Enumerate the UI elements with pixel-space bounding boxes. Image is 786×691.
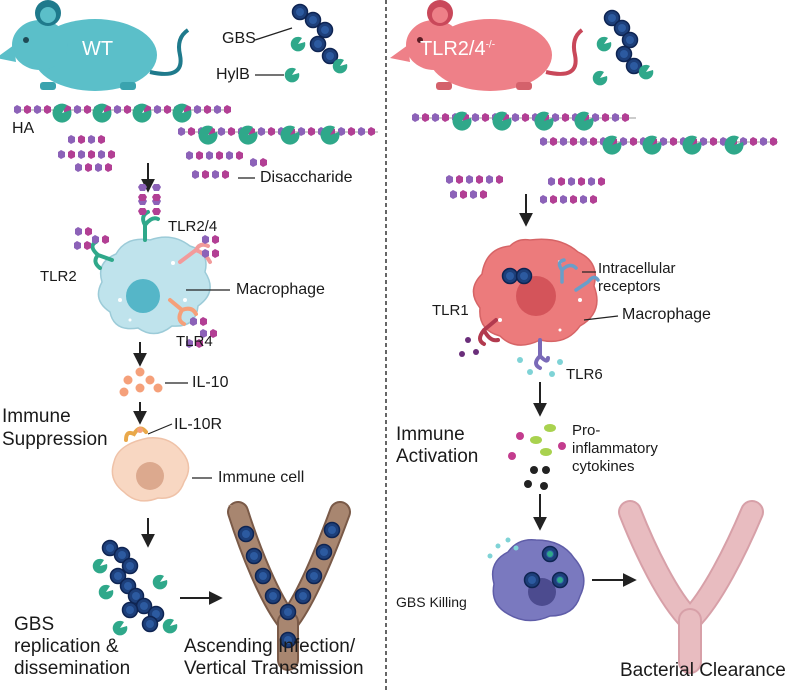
wt-mouse-icon [0, 0, 190, 91]
immune-activation-label-line2: Activation [396, 446, 479, 467]
pro-inflammatory-cytokines [508, 424, 566, 490]
tlr1-receptor-icon [459, 318, 500, 357]
uterus-clear-icon [618, 500, 764, 674]
tlr4-receptor-icon [168, 298, 198, 326]
il10-label: IL-10 [192, 374, 229, 391]
ha-strand-right-top [412, 111, 636, 131]
il10r-receptor-icon [124, 426, 148, 442]
gbs-replication-label-line2: replication & [14, 636, 119, 657]
wt-mouse-label: WT [82, 38, 114, 60]
immune-activation-label-line1: Immune [396, 424, 465, 445]
tlr24-label: TLR2/4 [168, 218, 218, 235]
ko-mouse-label: TLR2/4-/- [420, 38, 496, 60]
gbs-replication-cluster [92, 539, 178, 636]
cytokine-label-line1: Pro- [572, 422, 601, 439]
ascending-infection-label-line2: Vertical Transmission [184, 658, 364, 679]
ha-strand-top [14, 103, 231, 123]
intracellular-receptors-label-line2: receptors [598, 278, 661, 295]
phagocyte-cell [487, 537, 585, 622]
tlr2-label: TLR2 [40, 268, 77, 285]
disaccharide-label: Disaccharide [260, 169, 353, 186]
tlr24-ko-mouse-icon [390, 0, 584, 91]
tlr6-receptor-icon [517, 338, 563, 377]
intracellular-receptors-label-line1: Intracellular [598, 260, 676, 277]
tlr1-label: TLR1 [432, 302, 469, 319]
ha-strand-second [178, 125, 378, 145]
gbs-chain-right [592, 9, 654, 86]
gbs-chain-legend [284, 3, 348, 83]
macrophage-right [472, 238, 598, 346]
ha-label: HA [12, 120, 35, 137]
gbs-replication-label-line3: dissemination [14, 658, 131, 679]
ha-fragments-left [58, 135, 267, 179]
immune-cell-label: Immune cell [218, 469, 305, 486]
il10-molecules [119, 367, 163, 397]
tlr6-label: TLR6 [566, 366, 603, 383]
intracellular-receptor-icon [557, 258, 600, 292]
ascending-infection-label-line1: Ascending Infection/ [184, 636, 356, 657]
cytokine-label-line3: cytokines [572, 458, 635, 475]
immune-suppression-label-line2: Suppression [2, 429, 108, 450]
gbs-killing-label: GBS Killing [396, 594, 467, 610]
immune-cell [111, 437, 190, 502]
tlr4-label: TLR4 [176, 333, 213, 350]
cytokine-label-line2: inflammatory [572, 440, 658, 457]
uterus-infected-icon [227, 501, 351, 671]
gbs-replication-label-line1: GBS [14, 614, 55, 635]
macrophage-left-label: Macrophage [236, 281, 325, 298]
immune-suppression-label-line1: Immune [2, 406, 71, 427]
bacterial-clearance-label: Bacterial Clearance [620, 660, 786, 681]
gbs-label: GBS [222, 30, 256, 47]
ha-strand-right-second [540, 135, 778, 155]
hylb-label: HylB [216, 66, 250, 83]
macrophage-right-label: Macrophage [622, 306, 711, 323]
il10r-label: IL-10R [174, 416, 223, 433]
